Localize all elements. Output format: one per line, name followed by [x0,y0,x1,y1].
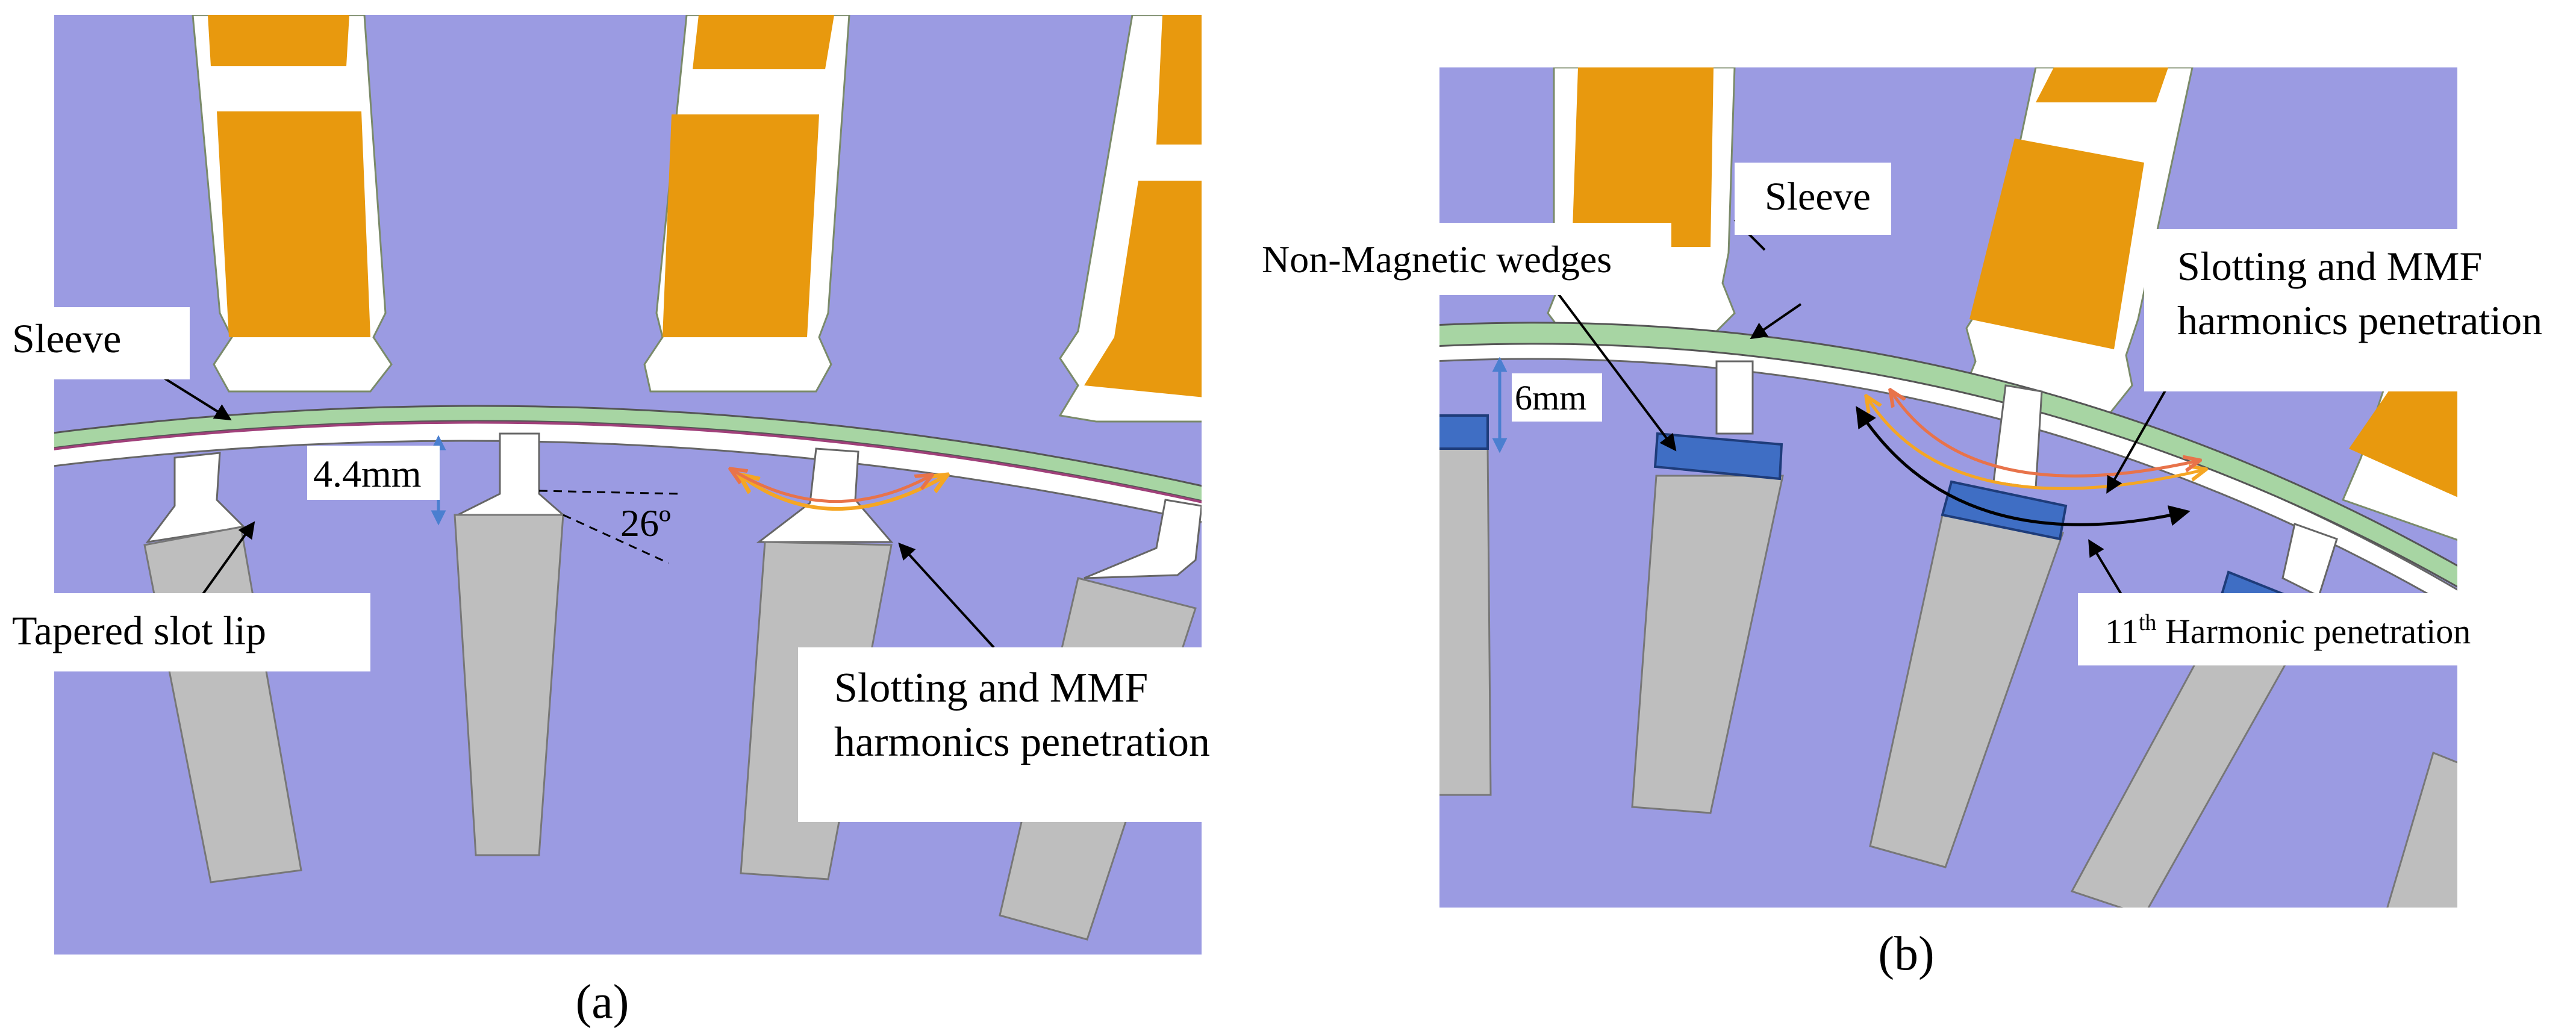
stator-slot [1962,67,2194,417]
panel-a-dim-label: 4.4mm [313,452,422,495]
panel-b-slotting-line2: harmonics penetration [2177,297,2542,343]
panel-b-rotor-teeth [1439,444,2457,908]
panel-b-slotting-line1: Slotting and MMF [2177,243,2482,289]
panel-b-labels: Sleeve Non-Magnetic wedges 6mm Slotting … [1256,163,2576,980]
panel-b-sleeve [1439,322,2457,588]
panel-a-penetration-arrows [732,470,946,511]
stator-slot [192,15,393,393]
panel-a-rotor-necks [145,432,1202,579]
stator-slot [1058,15,1202,423]
panel-b-caption: (b) [1878,927,1934,980]
panel-a-sleeve [54,405,1202,502]
panel-a-airgap [54,405,1202,523]
panel-a-stator-slots [192,15,1202,423]
panel-a-sleeve-label: Sleeve [12,316,121,361]
wedge [1653,432,1783,481]
panel-a-labels: Sleeve Tapered slot lip 4.4mm 26º Slotti… [3,307,1244,1029]
panel-a-angle-label: 26º [620,502,671,544]
panel-b-harmonic-label: 11th Harmonic penetration [2105,610,2471,651]
rotor-tooth [2386,751,2457,908]
panel-b-dim-label: 6mm [1515,378,1586,417]
panel-a-caption: (a) [576,976,629,1029]
rotor-tooth [454,514,564,856]
panel-b [1439,67,2457,908]
panel-b-wedges-label: Non-Magnetic wedges [1262,238,1612,281]
wedge [1439,414,1489,450]
panel-b-sleeve-label: Sleeve [1765,175,1871,219]
panel-a-slotting-line1: Slotting and MMF [834,665,1148,711]
stator-slot [643,15,850,393]
stator-slot [1547,67,1736,338]
panel-a-slotting-line2: harmonics penetration [834,719,1210,765]
rotor-tooth [1439,444,1492,796]
panel-a-tapered-label: Tapered slot lip [12,608,266,653]
panel-b-penetration-arrows [1856,391,2204,526]
